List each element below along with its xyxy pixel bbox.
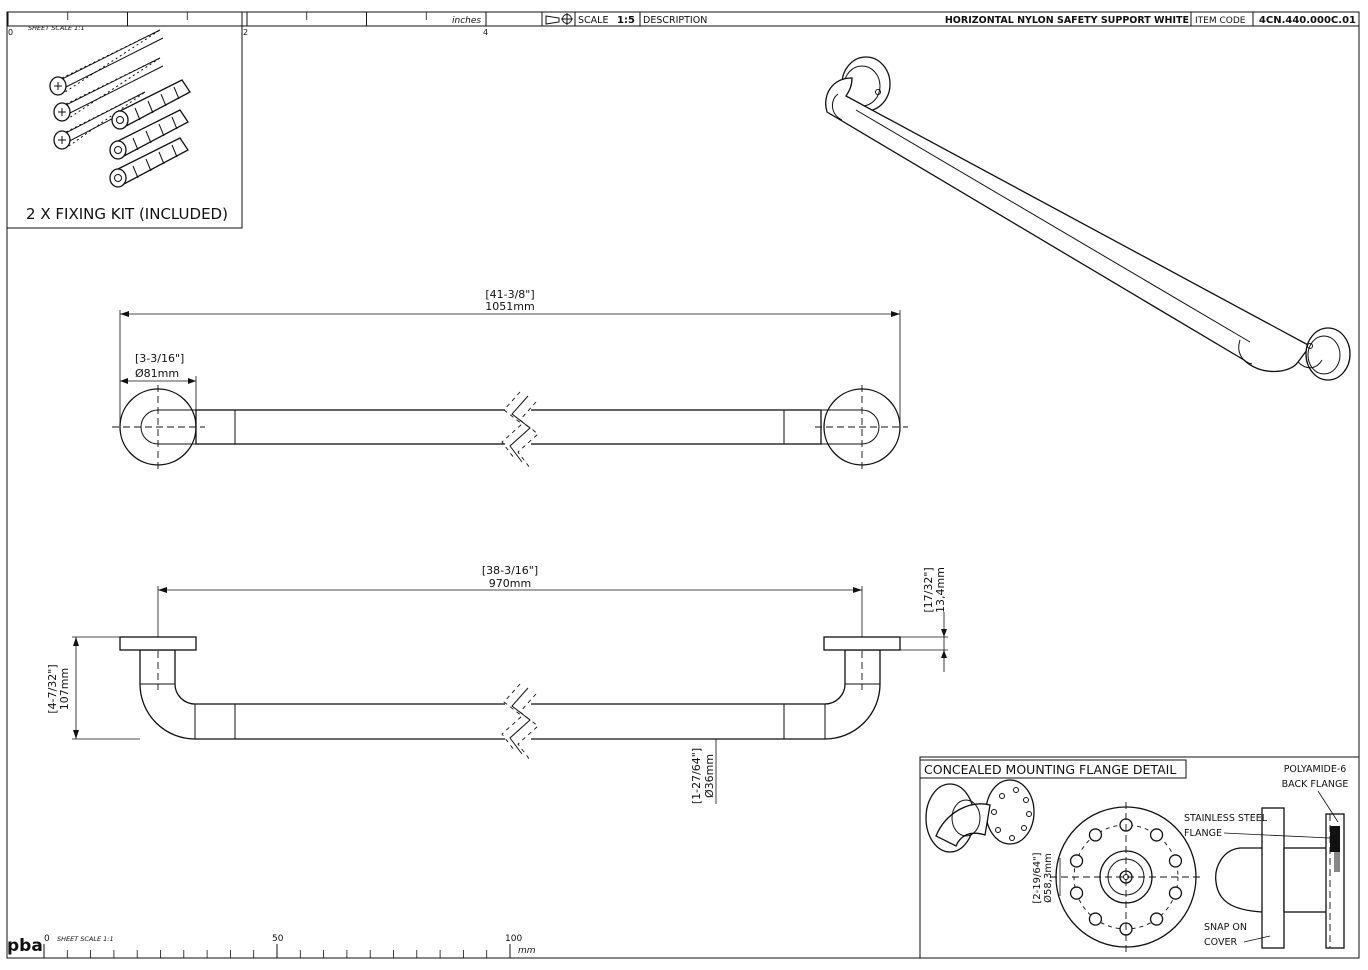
top-ruler: SHEET SCALE 1:1 inches 0 2 4 <box>7 12 542 37</box>
top-view: [41-3/8"] 1051mm [3-3/16"] Ø81mm <box>112 288 908 470</box>
top-ruler-scale: SHEET SCALE 1:1 <box>28 24 85 32</box>
top-ruler-unit: inches <box>452 16 481 26</box>
projection-inch: [4-7/32"] <box>46 664 59 713</box>
title-block: SCALE 1:5 DESCRIPTION HORIZONTAL NYLON S… <box>541 11 1360 27</box>
polyamide-label-2: BACK FLANGE <box>1282 779 1349 790</box>
wall-plug-icon <box>109 109 189 160</box>
bolt-hole <box>1088 828 1103 842</box>
fixing-kit-box: 2 X FIXING KIT (INCLUDED) <box>6 11 243 229</box>
pcd-mm: Ø58,3mm <box>1042 853 1054 903</box>
bolt-hole <box>1149 828 1164 842</box>
overall-length-inch: [41-3/8"] <box>485 288 534 301</box>
description-label: DESCRIPTION <box>643 15 707 26</box>
bottom-ruler-scale: SHEET SCALE 1:1 <box>57 935 114 943</box>
flange-section-view <box>1215 807 1345 949</box>
stainless-label-2: FLANGE <box>1184 828 1222 839</box>
top-ruler-tick-2: 2 <box>243 28 248 37</box>
pba-logo: pba <box>7 936 43 956</box>
stainless-label-1: STAINLESS STEEL <box>1184 813 1268 824</box>
bolt-hole <box>1168 886 1183 900</box>
screw-icon <box>49 29 164 96</box>
wall-plug-icon <box>111 79 191 130</box>
bolt-hole <box>1069 886 1084 900</box>
flange-dia-mm: Ø81mm <box>135 367 179 380</box>
snap-label-1: SNAP ON <box>1204 922 1247 933</box>
bolt-hole <box>1149 912 1164 926</box>
overall-length-mm: 1051mm <box>485 300 534 313</box>
pcd-inch: [2-19/64"] <box>1032 852 1043 903</box>
flange-front-view: [2-19/64"] Ø58,3mm <box>1032 802 1202 952</box>
isometric-view <box>825 56 1351 381</box>
projection-symbol-icon <box>545 13 573 25</box>
bolt-hole <box>1168 854 1183 868</box>
bottom-ruler-tick-100: 100 <box>505 934 522 944</box>
item-code-value: 4CN.440.000C.01 <box>1259 15 1356 26</box>
flange-thickness-mm: 13,4mm <box>934 567 947 613</box>
snap-label-2: COVER <box>1204 937 1237 948</box>
flange-dia-inch: [3-3/16"] <box>135 352 184 365</box>
bottom-ruler-tick-0: 0 <box>44 934 50 944</box>
flange-thickness-inch: [17/32"] <box>922 567 935 612</box>
bottom-ruler-tick-50: 50 <box>272 934 284 944</box>
scale-value: 1:5 <box>617 15 635 26</box>
projection-mm: 107mm <box>58 668 71 710</box>
front-view: [38-3/16"] 970mm [4-7/32"] 107mm [17/32"… <box>46 564 948 804</box>
centers-inch: [38-3/16"] <box>482 564 538 577</box>
scale-label: SCALE <box>578 15 608 26</box>
description-value: HORIZONTAL NYLON SAFETY SUPPORT WHITE <box>945 15 1189 26</box>
top-ruler-tick-4: 4 <box>483 28 488 37</box>
fixing-kit-caption: 2 X FIXING KIT (INCLUDED) <box>26 205 228 223</box>
screw-icon <box>53 91 149 150</box>
item-code-label: ITEM CODE <box>1195 16 1246 26</box>
bolt-hole <box>1069 854 1084 868</box>
bottom-ruler: SHEET SCALE 1:1 mm 0 50 100 <box>36 934 536 959</box>
flange-detail: CONCEALED MOUNTING FLANGE DETAIL [2-19/6… <box>919 756 1360 959</box>
bottom-ruler-unit: mm <box>518 946 536 956</box>
tube-dia-mm: Ø36mm <box>703 754 716 798</box>
detail-title: CONCEALED MOUNTING FLANGE DETAIL <box>924 762 1176 777</box>
screw-icon <box>53 57 164 122</box>
logo-text: pba <box>7 936 43 956</box>
top-ruler-tick-0: 0 <box>8 28 13 37</box>
flange-iso-icon <box>925 779 1035 853</box>
centers-mm: 970mm <box>489 577 531 590</box>
bolt-hole <box>1088 912 1103 926</box>
polyamide-label-1: POLYAMIDE-6 <box>1284 764 1347 775</box>
tube-dia-inch: [1-27/64"] <box>690 748 703 804</box>
wall-plug-icon <box>109 137 189 188</box>
